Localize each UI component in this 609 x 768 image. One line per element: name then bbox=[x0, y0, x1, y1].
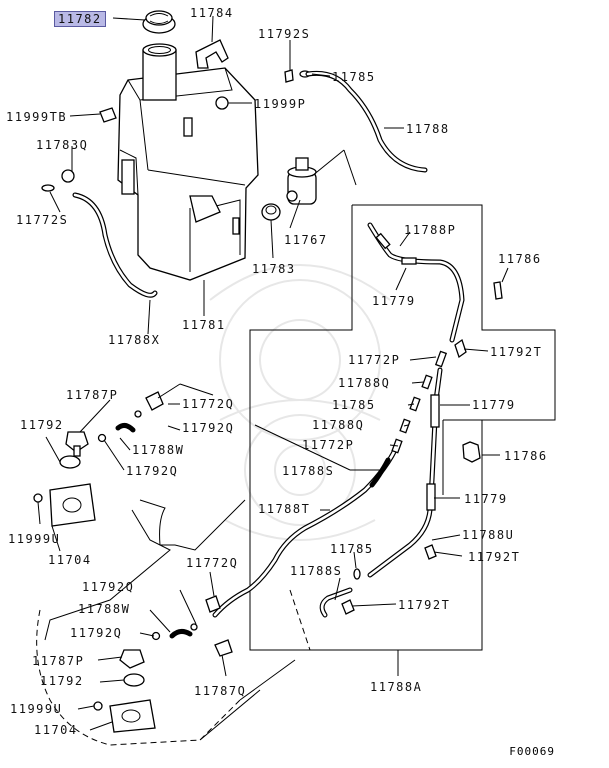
bracket-11784 bbox=[195, 39, 229, 69]
callout-11779-top[interactable]: 11779 bbox=[372, 294, 416, 308]
callout-11779-low[interactable]: 11779 bbox=[464, 492, 508, 506]
callout-11788S-upper[interactable]: 11788S bbox=[282, 464, 335, 478]
bumper-outline bbox=[36, 499, 311, 746]
callout-11792T-upper[interactable]: 11792T bbox=[490, 345, 543, 359]
callout-11792S[interactable]: 11792S bbox=[258, 27, 311, 41]
washer-tank-11781 bbox=[117, 43, 259, 281]
callout-11788A[interactable]: 11788A bbox=[370, 680, 423, 694]
callout-11788P[interactable]: 11788P bbox=[404, 223, 457, 237]
callout-11704-upper[interactable]: 11704 bbox=[48, 553, 92, 567]
hose-11788S bbox=[319, 457, 391, 618]
callout-11999U-lower[interactable]: 11999U bbox=[10, 702, 63, 716]
callout-11704-lower[interactable]: 11704 bbox=[34, 723, 78, 737]
callout-11788X[interactable]: 11788X bbox=[108, 333, 161, 347]
callout-11792Q-upper[interactable]: 11792Q bbox=[182, 421, 235, 435]
callout-11772P-lower[interactable]: 11772P bbox=[302, 438, 355, 452]
callout-11788[interactable]: 11788 bbox=[406, 122, 450, 136]
callout-11792Q-lower[interactable]: 11792Q bbox=[82, 580, 135, 594]
callout-11792T-lower[interactable]: 11792T bbox=[398, 598, 451, 612]
callout-11785-mid[interactable]: 11785 bbox=[332, 398, 376, 412]
callout-11783[interactable]: 11783 bbox=[252, 262, 296, 276]
callout-11787P-upper[interactable]: 11787P bbox=[66, 388, 119, 402]
washer-pump-11767 bbox=[286, 157, 317, 205]
callout-11788T[interactable]: 11788T bbox=[258, 502, 311, 516]
callout-11767[interactable]: 11767 bbox=[284, 233, 328, 247]
callout-11792Q-mid[interactable]: 11792Q bbox=[126, 464, 179, 478]
nozzle-assembly-upper bbox=[33, 391, 164, 527]
callout-11787P-lower[interactable]: 11787P bbox=[32, 654, 85, 668]
hose-11788T bbox=[212, 447, 398, 618]
callout-11788U[interactable]: 11788U bbox=[462, 528, 515, 542]
nozzle-assembly-lower bbox=[93, 595, 233, 733]
grommet-11783 bbox=[261, 203, 281, 221]
callout-11999TB[interactable]: 11999TB bbox=[6, 110, 68, 124]
callout-11788W-upper[interactable]: 11788W bbox=[132, 443, 185, 457]
callout-11792Q-bottom[interactable]: 11792Q bbox=[70, 626, 123, 640]
tank-cap-11782 bbox=[142, 10, 176, 34]
callout-11784[interactable]: 11784 bbox=[190, 6, 234, 20]
hose-11788P bbox=[367, 222, 465, 343]
callout-11999U-upper[interactable]: 11999U bbox=[8, 532, 61, 546]
callout-11779-mid[interactable]: 11779 bbox=[472, 398, 516, 412]
figure-code: F00069 bbox=[509, 745, 555, 758]
callout-11786-top[interactable]: 11786 bbox=[498, 252, 542, 266]
hose-11788U bbox=[367, 367, 443, 578]
hose-11788X bbox=[72, 192, 158, 298]
callout-11786-lower[interactable]: 11786 bbox=[504, 449, 548, 463]
callout-11792T-mid[interactable]: 11792T bbox=[468, 550, 521, 564]
leader-lines bbox=[37, 15, 509, 731]
callout-11788Q-upper[interactable]: 11788Q bbox=[338, 376, 391, 390]
callout-11787Q[interactable]: 11787Q bbox=[194, 684, 247, 698]
callout-11792-lower[interactable]: 11792 bbox=[40, 674, 84, 688]
callout-11783Q[interactable]: 11783Q bbox=[36, 138, 89, 152]
callout-11772S[interactable]: 11772S bbox=[16, 213, 69, 227]
callout-11788Q-lower[interactable]: 11788Q bbox=[312, 418, 365, 432]
callout-11788W-lower[interactable]: 11788W bbox=[78, 602, 131, 616]
callout-11792-upper[interactable]: 11792 bbox=[20, 418, 64, 432]
callout-11781[interactable]: 11781 bbox=[182, 318, 226, 332]
callout-11785-low[interactable]: 11785 bbox=[330, 542, 374, 556]
clip-11786 bbox=[462, 281, 503, 463]
callout-11772P-upper[interactable]: 11772P bbox=[348, 353, 401, 367]
hose-11788 bbox=[305, 70, 428, 173]
callout-11785[interactable]: 11785 bbox=[332, 70, 376, 84]
callout-11999P[interactable]: 11999P bbox=[254, 97, 307, 111]
callout-11788S-lower[interactable]: 11788S bbox=[290, 564, 343, 578]
callout-11772Q-upper[interactable]: 11772Q bbox=[182, 397, 235, 411]
callout-11772Q-lower[interactable]: 11772Q bbox=[186, 556, 239, 570]
callout-11782[interactable]: 11782 bbox=[54, 11, 106, 27]
